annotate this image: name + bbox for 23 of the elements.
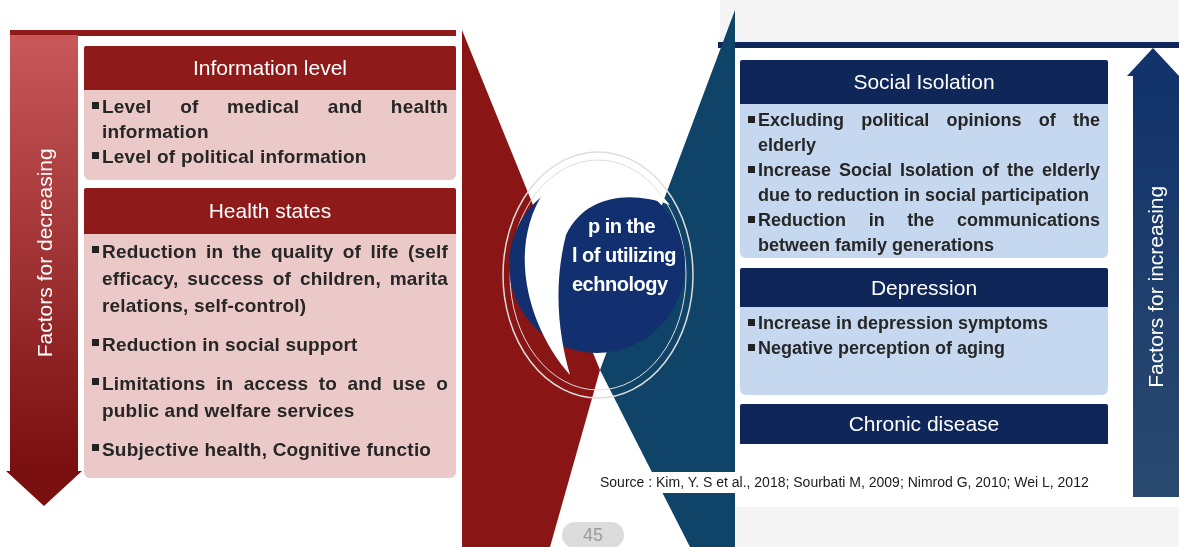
bullet-text: Level of medical and health information bbox=[102, 95, 448, 144]
arrow-label: Factors for increasing bbox=[1143, 185, 1169, 388]
source-note: Source : Kim, Y. S et al., 2018; Sourbati M, 2009; Nimrod G, 2010; Wei L, 2012 bbox=[598, 472, 1091, 493]
bullet-text: Increase in depression symptoms bbox=[758, 312, 1049, 335]
panel-heading: Information level bbox=[84, 46, 456, 90]
bullet-text: Subjective health, Cognitive functio bbox=[102, 438, 432, 462]
bullet-text: Reduction in the quality of life (self efficacy, success of children, marita relations, self-control) bbox=[102, 240, 448, 318]
bullet-text: Negative perception of aging bbox=[758, 337, 1006, 360]
arrow-label: Factors for decreasing bbox=[31, 148, 57, 358]
circle-text: echnology bbox=[572, 272, 668, 297]
bullet-text: Excluding political opinions of the elderly bbox=[758, 109, 1100, 157]
bullet-text: Increase Social Isolation of the elderly due to reduction in social participation bbox=[758, 159, 1100, 207]
panel-heading: Social Isolation bbox=[740, 60, 1108, 104]
bullet-text: Level of political information bbox=[102, 145, 367, 169]
circle-text: l of utilizing bbox=[572, 243, 677, 268]
panel-heading: Chronic disease bbox=[740, 404, 1108, 444]
panel-heading: Health states bbox=[84, 188, 456, 234]
page-number: 45 bbox=[562, 522, 624, 547]
bullet-text: Reduction in social support bbox=[102, 333, 358, 357]
bullet-text: Limitations in access to and use o public and welfare services bbox=[102, 372, 448, 423]
circle-text: p in the bbox=[588, 214, 656, 239]
bullet-text: Reduction in the communications between family generations bbox=[758, 209, 1100, 257]
panel-heading: Depression bbox=[740, 268, 1108, 307]
